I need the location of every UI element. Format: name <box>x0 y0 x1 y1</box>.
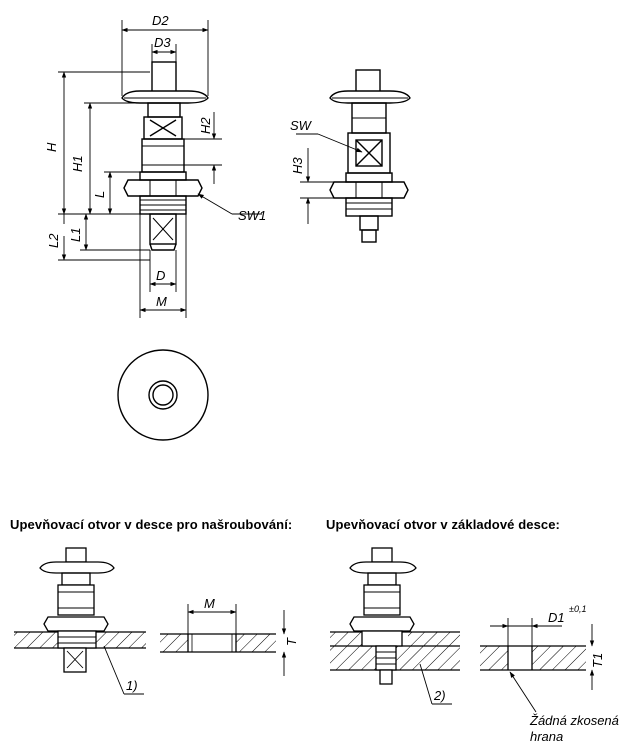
label-D1-tolerance: ±0,1 <box>569 604 586 614</box>
label-D: D <box>156 268 165 283</box>
heading-base-plate-hole: Upevňovací otvor v základové desce: <box>326 517 560 532</box>
front-view <box>121 61 209 251</box>
label-H: H <box>44 142 59 152</box>
install-base-plate <box>330 547 460 705</box>
label-hole-M: M <box>204 596 215 611</box>
install-screw-in <box>14 547 146 695</box>
label-H3: H3 <box>290 157 305 174</box>
side-view-dimensions <box>296 133 363 224</box>
label-H2: H2 <box>198 117 213 134</box>
hole-tapped <box>160 604 287 676</box>
label-T: T <box>284 637 299 646</box>
note-2: 2) <box>433 688 446 703</box>
label-L: L <box>92 191 107 198</box>
hole-through <box>480 618 595 713</box>
front-view-dimensions <box>58 20 262 318</box>
label-L1: L1 <box>68 228 83 242</box>
note-no-chamfer-line1: Žádná zkosená <box>529 713 619 728</box>
top-view <box>117 349 209 441</box>
side-view <box>329 69 411 243</box>
note-no-chamfer-line2: hrana <box>530 729 563 744</box>
note-1: 1) <box>126 678 138 693</box>
label-H1: H1 <box>70 155 85 172</box>
label-SW: SW <box>290 118 313 133</box>
label-D3: D3 <box>154 35 171 50</box>
label-SW1: SW1 <box>238 208 266 223</box>
label-D2: D2 <box>152 13 169 28</box>
label-D1: D1 <box>548 610 565 625</box>
label-L2: L2 <box>46 233 61 248</box>
label-M: M <box>156 294 167 309</box>
label-T1: T1 <box>590 653 605 668</box>
dimension-labels: D2 D3 H H1 L H2 L1 L2 D M SW1 SW H3 M T … <box>44 13 619 744</box>
heading-screw-in-hole: Upevňovací otvor v desce pro našroubován… <box>10 517 293 532</box>
